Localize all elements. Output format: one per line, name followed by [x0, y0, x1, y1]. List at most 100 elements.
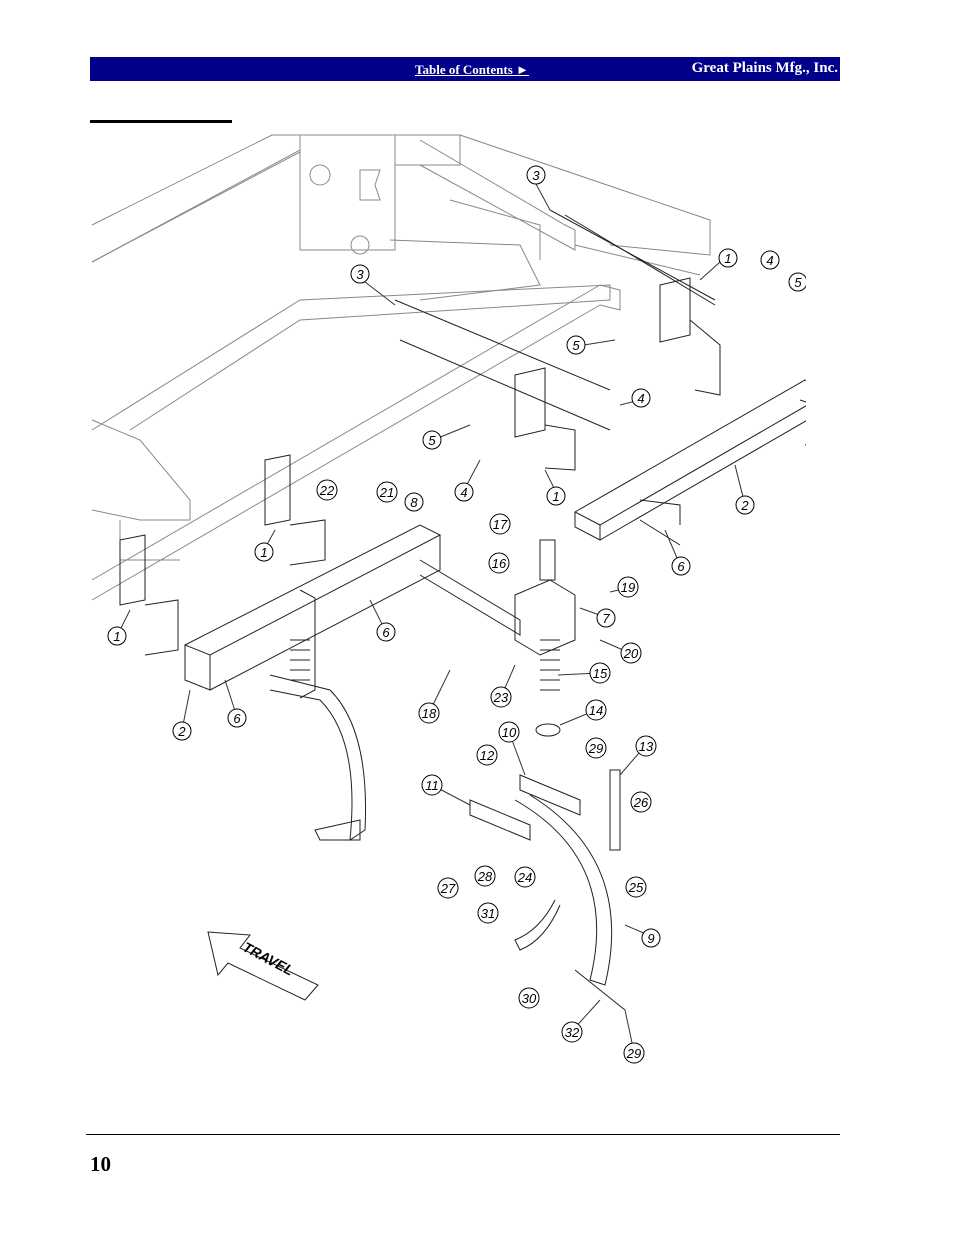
callout-10: 10 [498, 721, 520, 743]
svg-text:18: 18 [422, 706, 437, 721]
callout-9: 9 [641, 928, 661, 948]
svg-text:19: 19 [621, 580, 635, 595]
callout-4b: 4 [631, 388, 651, 408]
page-number: 10 [90, 1152, 111, 1176]
svg-text:13: 13 [639, 739, 654, 754]
callout-14: 14 [585, 699, 607, 721]
svg-text:28: 28 [477, 869, 493, 884]
callout-26: 26 [630, 791, 652, 813]
callout-5a: 5 [788, 272, 806, 292]
callout-25: 25 [625, 876, 647, 898]
callout-18: 18 [418, 702, 440, 724]
svg-text:16: 16 [492, 556, 507, 571]
svg-text:20: 20 [623, 646, 639, 661]
callout-11: 11 [421, 774, 443, 796]
callout-29a: 29 [585, 737, 607, 759]
toolbar-tube-left [183, 524, 442, 691]
footer-rule [86, 1134, 840, 1135]
svg-text:1: 1 [113, 629, 120, 644]
callout-1d: 1 [107, 626, 127, 646]
parts-diagram: 3 1 4 5 3 5 4 5 6 4 1 2 22 21 8 17 6 1 1… [91, 134, 806, 1064]
callout-16: 16 [488, 552, 510, 574]
section-title-rule [90, 120, 232, 123]
svg-text:9: 9 [647, 931, 654, 946]
svg-text:17: 17 [493, 517, 508, 532]
callout-5c: 5 [422, 430, 442, 450]
svg-text:4: 4 [637, 391, 644, 406]
shank-assembly-exploded [469, 539, 626, 1011]
svg-text:26: 26 [633, 795, 649, 810]
svg-text:23: 23 [493, 690, 509, 705]
svg-text:27: 27 [440, 881, 456, 896]
callout-28: 28 [474, 865, 496, 887]
callout-2b: 2 [172, 721, 192, 741]
svg-text:14: 14 [589, 703, 603, 718]
callout-6d: 6 [227, 708, 247, 728]
mount-brackets [119, 277, 721, 656]
svg-text:5: 5 [428, 433, 436, 448]
svg-text:21: 21 [379, 485, 394, 500]
svg-text:4: 4 [460, 485, 467, 500]
svg-text:5: 5 [794, 275, 802, 290]
center-beam [419, 559, 521, 636]
svg-text:32: 32 [565, 1025, 580, 1040]
shank-assembly-left [269, 589, 367, 842]
callout-1b: 1 [546, 486, 566, 506]
callout-3a: 3 [526, 165, 546, 185]
callout-7: 7 [596, 608, 616, 628]
callout-6b: 6 [671, 556, 691, 576]
callout-32: 32 [561, 1021, 583, 1043]
svg-text:31: 31 [481, 906, 495, 921]
svg-text:4: 4 [766, 253, 773, 268]
main-frame [91, 134, 711, 601]
travel-arrow [207, 931, 319, 1001]
callout-1a: 1 [718, 248, 738, 268]
callout-2a: 2 [735, 495, 755, 515]
svg-text:6: 6 [382, 625, 390, 640]
callout-4a: 4 [760, 250, 780, 270]
callout-19: 19 [617, 576, 639, 598]
svg-text:29: 29 [626, 1046, 641, 1061]
callout-15: 15 [589, 662, 611, 684]
svg-text:11: 11 [425, 778, 439, 793]
callout-22: 22 [316, 479, 338, 501]
callout-8: 8 [404, 492, 424, 512]
leader-lines [116, 183, 746, 1053]
callout-21: 21 [376, 481, 398, 503]
callout-4c: 4 [454, 482, 474, 502]
svg-text:2: 2 [177, 724, 186, 739]
callout-30: 30 [518, 987, 540, 1009]
svg-text:1: 1 [724, 251, 731, 266]
svg-text:1: 1 [552, 489, 559, 504]
table-of-contents-link[interactable]: Table of Contents ► [415, 62, 529, 77]
callout-31: 31 [477, 902, 499, 924]
callout-20: 20 [620, 642, 642, 664]
svg-text:8: 8 [410, 495, 418, 510]
header-bar: Table of Contents ► Great Plains Mfg., I… [90, 57, 840, 81]
svg-text:22: 22 [319, 483, 335, 498]
svg-text:24: 24 [517, 870, 532, 885]
callout-5b: 5 [566, 335, 586, 355]
svg-text:3: 3 [356, 267, 364, 282]
u-bolts [394, 209, 806, 546]
callout-17: 17 [489, 513, 511, 535]
callout-24: 24 [514, 866, 536, 888]
callout-27: 27 [437, 877, 459, 899]
svg-text:15: 15 [593, 666, 608, 681]
svg-text:5: 5 [572, 338, 580, 353]
svg-text:1: 1 [260, 545, 267, 560]
callout-13: 13 [635, 735, 657, 757]
callout-labels: 3 1 4 5 3 5 4 5 6 4 1 2 22 21 8 17 6 1 1… [107, 165, 806, 1064]
callout-23: 23 [490, 686, 512, 708]
svg-text:2: 2 [740, 498, 749, 513]
svg-text:30: 30 [522, 991, 537, 1006]
svg-text:6: 6 [233, 711, 241, 726]
callout-3b: 3 [350, 264, 370, 284]
svg-text:3: 3 [532, 168, 540, 183]
svg-text:29: 29 [588, 741, 603, 756]
callout-12: 12 [476, 744, 498, 766]
svg-text:7: 7 [602, 611, 610, 626]
callout-6c: 6 [376, 622, 396, 642]
callout-29b: 29 [623, 1042, 645, 1064]
svg-text:25: 25 [628, 880, 644, 895]
